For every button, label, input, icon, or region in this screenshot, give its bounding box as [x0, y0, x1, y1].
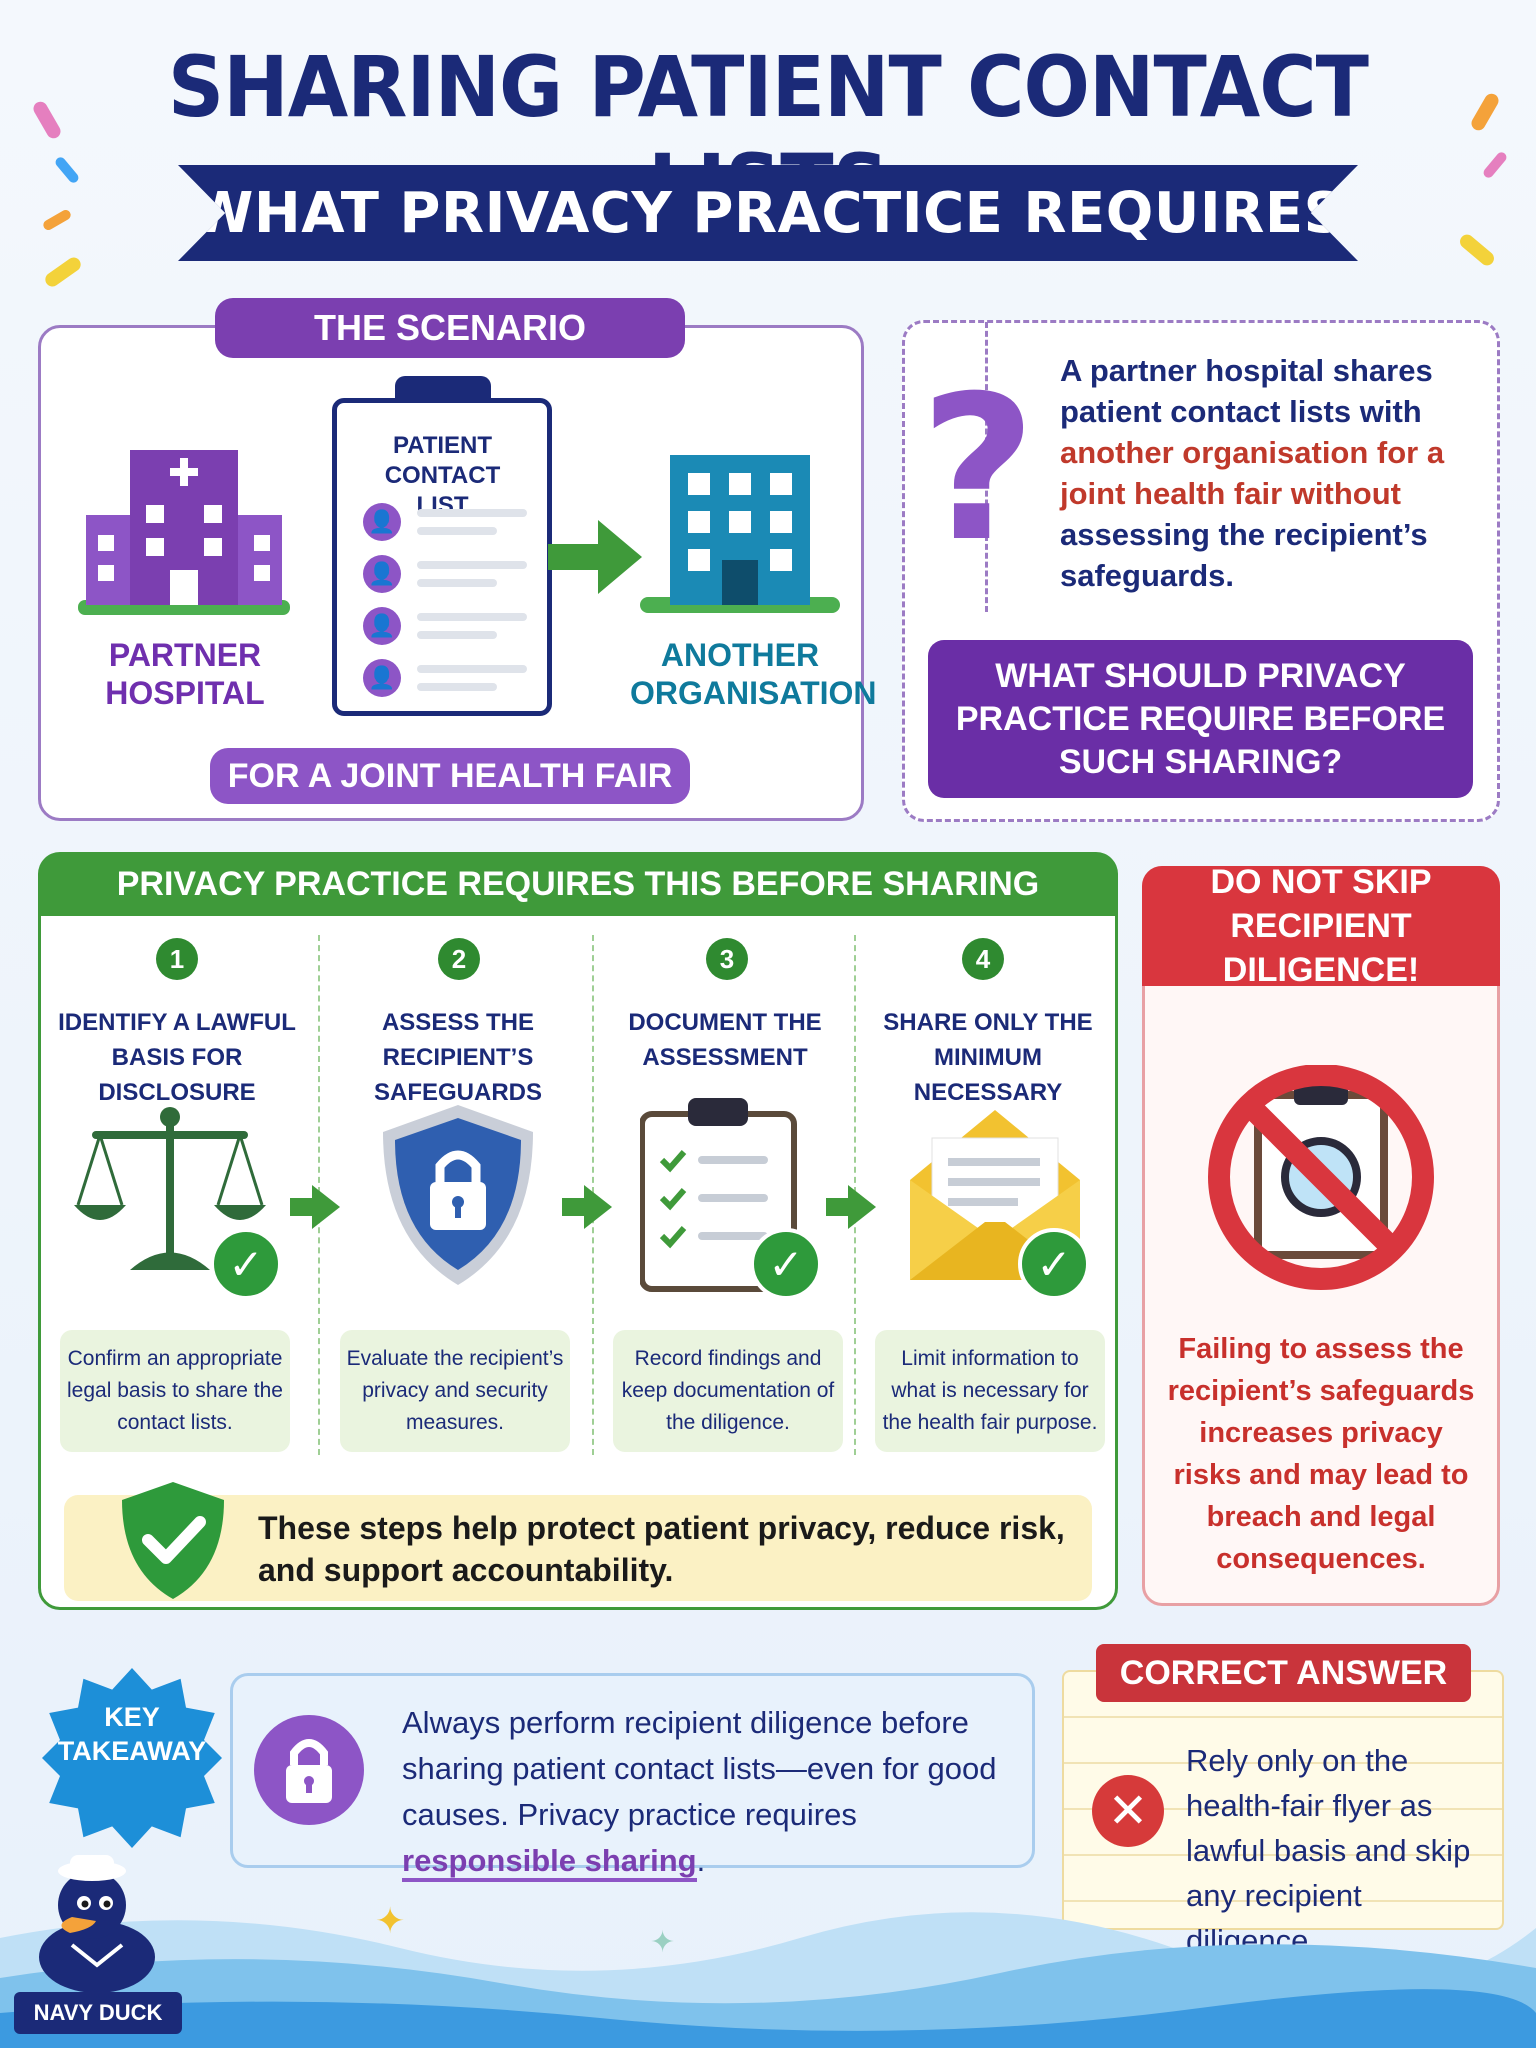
scenario-description-text: A partner hospital shares patient contac… — [1060, 353, 1433, 429]
person-icon: 👤 — [363, 503, 401, 541]
hospital-icon — [78, 450, 290, 615]
confetti-decoration — [42, 254, 84, 290]
person-icon: 👤 — [363, 607, 401, 645]
lock-icon — [254, 1715, 364, 1825]
takeaway-panel — [230, 1673, 1035, 1868]
lock-glyph — [286, 1739, 332, 1803]
scenario-description-highlight: another organisation for a joint health … — [1060, 435, 1445, 511]
text-line — [417, 683, 497, 691]
takeaway-highlight: responsible sharing — [402, 1843, 697, 1882]
takeaway-text-body: Always perform recipient diligence befor… — [402, 1705, 997, 1832]
steps-header: PRIVACY PRACTICE REQUIRES THIS BEFORE SH… — [38, 852, 1118, 916]
sparkle-icon: ✦ — [375, 1900, 406, 1941]
subtitle-banner: WHAT PRIVACY PRACTICE REQUIRES — [178, 165, 1358, 261]
text-line — [417, 631, 497, 639]
patient-contact-list-icon: PATIENT CONTACT LIST 👤 👤 👤 👤 — [332, 398, 552, 716]
text-line — [417, 509, 527, 517]
text-line — [417, 579, 497, 587]
purpose-pill: FOR A JOINT HEALTH FAIR — [210, 748, 690, 804]
question-mark-icon: ? — [920, 353, 1037, 586]
person-icon: 👤 — [363, 659, 401, 697]
cross-icon: ✕ — [1092, 1775, 1164, 1847]
summary-bar — [64, 1495, 1092, 1601]
navy-duck-mascot-icon — [39, 1855, 155, 1993]
answer-text: Rely only on the health-fair flyer as la… — [1186, 1743, 1471, 1958]
checkmark-icon: ✓ — [210, 1228, 282, 1300]
text-line — [417, 613, 527, 621]
text-line — [417, 665, 527, 673]
step-3-title: DOCUMENT THE ASSESSMENT — [628, 1009, 822, 1071]
step-3-number: 3 — [706, 938, 748, 980]
takeaway-text: Always perform recipient diligence befor… — [402, 1700, 1022, 1884]
shield-check-icon — [122, 1482, 224, 1599]
step-1-number: 1 — [156, 938, 198, 980]
step-arrow-head — [312, 1185, 340, 1229]
step-2-number: 2 — [438, 938, 480, 980]
scenario-description-text-end: assessing the recipient’s safeguards. — [1060, 517, 1428, 593]
text-line — [417, 527, 497, 535]
target-label: ANOTHER ORGANISATION — [630, 637, 877, 711]
confetti-decoration — [1457, 231, 1497, 269]
step-arrow-head — [848, 1185, 876, 1229]
arrow-right-icon — [548, 520, 642, 594]
sparkle-icon: ✦ — [650, 1926, 676, 1959]
question-prompt: WHAT SHOULD PRIVACY PRACTICE REQUIRE BEF… — [928, 640, 1473, 798]
confetti-decoration — [1481, 150, 1509, 180]
step-2-title: ASSESS THE RECIPIENT’S SAFEGUARDS — [373, 1009, 542, 1106]
mascot-label: NAVY DUCK — [14, 1992, 182, 2034]
step-1-description: Confirm an appropriate legal basis to sh… — [60, 1330, 290, 1452]
step-arrow — [562, 1198, 586, 1216]
source-label: PARTNER HOSPITAL — [105, 637, 265, 711]
answer-title: CORRECT ANSWER — [1096, 1644, 1471, 1702]
person-icon: 👤 — [363, 555, 401, 593]
step-arrow — [826, 1198, 850, 1216]
checkmark-icon: ✓ — [750, 1228, 822, 1300]
step-3-description: Record findings and keep documentation o… — [613, 1330, 843, 1452]
warning-text: Failing to assess the recipient’s safegu… — [1167, 1333, 1475, 1575]
step-4-description: Limit information to what is necessary f… — [875, 1330, 1105, 1452]
step-4-title: SHARE ONLY THE MINIMUM NECESSARY — [883, 1009, 1093, 1106]
scales-icon — [74, 1107, 266, 1270]
steps-summary: These steps help protect patient privacy… — [258, 1510, 1065, 1588]
shield-lock-icon — [383, 1105, 533, 1285]
text-line — [417, 561, 527, 569]
dashed-divider — [985, 322, 988, 612]
key-takeaway-label: KEY TAKEAWAY — [57, 1702, 207, 1766]
step-2-description: Evaluate the recipient’s privacy and sec… — [340, 1330, 570, 1452]
warning-title: DO NOT SKIP RECIPIENT DILIGENCE! — [1142, 863, 1500, 989]
takeaway-text-end: . — [696, 1843, 706, 1878]
step-1-title: IDENTIFY A LAWFUL BASIS FOR DISCLOSURE — [58, 1009, 296, 1106]
wave-decoration — [0, 1912, 1536, 2048]
step-arrow-head — [584, 1185, 612, 1229]
step-4-number: 4 — [962, 938, 1004, 980]
step-arrow — [290, 1198, 314, 1216]
page-subtitle: WHAT PRIVACY PRACTICE REQUIRES — [191, 180, 1345, 246]
checkmark-icon: ✓ — [1018, 1228, 1090, 1300]
scenario-description: A partner hospital shares patient contac… — [1060, 350, 1480, 596]
scenario-title: THE SCENARIO — [215, 298, 685, 358]
no-skip-diligence-icon — [1208, 1065, 1434, 1290]
organisation-building-icon — [640, 455, 840, 613]
